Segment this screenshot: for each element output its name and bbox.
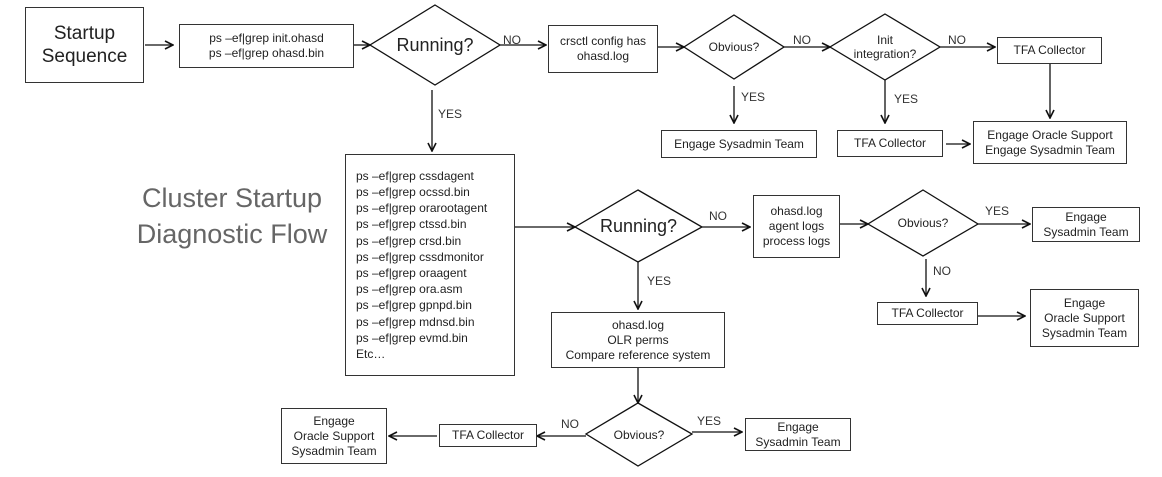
decision-init-integration-label: Init integration? xyxy=(853,33,917,61)
label-no-obvious1: NO xyxy=(793,33,811,47)
label-no-obvious3: NO xyxy=(561,417,579,431)
engage-sysadmin-box-3: Engage Sysadmin Team xyxy=(745,418,851,451)
decision-running-1-label: Running? xyxy=(396,34,474,55)
label-yes-running2: YES xyxy=(647,274,672,288)
decision-running-1 xyxy=(368,4,502,86)
label-yes-init: YES xyxy=(894,92,919,106)
decision-running-2-label: Running? xyxy=(599,215,678,236)
engage-oracle-sysadmin-box-1: Engage Oracle Support Engage Sysadmin Te… xyxy=(973,121,1127,164)
tfa-collector-box-1: TFA Collector xyxy=(997,37,1102,64)
crsctl-box: crsctl config has ohasd.log xyxy=(548,25,658,73)
decision-init-integration xyxy=(828,13,942,81)
logs-box: ohasd.log agent logs process logs xyxy=(753,195,840,258)
label-no-running1: NO xyxy=(503,33,521,47)
decision-obvious-2-label: Obvious? xyxy=(897,216,949,230)
olr-box: ohasd.log OLR perms Compare reference sy… xyxy=(551,312,725,368)
tfa-collector-box-4: TFA Collector xyxy=(439,424,537,447)
tfa-collector-box-3: TFA Collector xyxy=(877,302,978,325)
label-yes-obvious2: YES xyxy=(985,204,1010,218)
decision-running-2 xyxy=(573,189,704,263)
tfa-collector-box-2: TFA Collector xyxy=(837,130,943,157)
label-yes-obvious3: YES xyxy=(697,414,722,428)
label-no-obvious2: NO xyxy=(933,264,951,278)
decision-obvious-3 xyxy=(584,402,694,467)
label-yes-running1: YES xyxy=(438,107,463,121)
decision-obvious-2 xyxy=(866,189,980,257)
label-yes-obvious1: YES xyxy=(741,90,766,104)
diagram-title: Cluster Startup Diagnostic Flow xyxy=(136,183,328,249)
process-checks-box: ps –ef|grep cssdagent ps –ef|grep ocssd.… xyxy=(345,154,515,376)
ohasd-check-box: ps –ef|grep init.ohasd ps –ef|grep ohasd… xyxy=(179,24,354,68)
engage-oracle-box-3: Engage Oracle Support Sysadmin Team xyxy=(1030,289,1139,347)
decision-obvious-1 xyxy=(682,14,786,80)
decision-obvious-3-label: Obvious? xyxy=(613,427,665,442)
engage-sysadmin-box-2: Engage Sysadmin Team xyxy=(1032,207,1140,242)
engage-oracle-box-4: Engage Oracle Support Sysadmin Team xyxy=(281,408,387,464)
startup-sequence-box: Startup Sequence xyxy=(25,7,144,83)
label-no-init: NO xyxy=(948,33,966,47)
decision-obvious-1-label: Obvious? xyxy=(708,40,760,54)
label-no-running2: NO xyxy=(709,209,727,223)
engage-sysadmin-box-1: Engage Sysadmin Team xyxy=(661,130,817,158)
